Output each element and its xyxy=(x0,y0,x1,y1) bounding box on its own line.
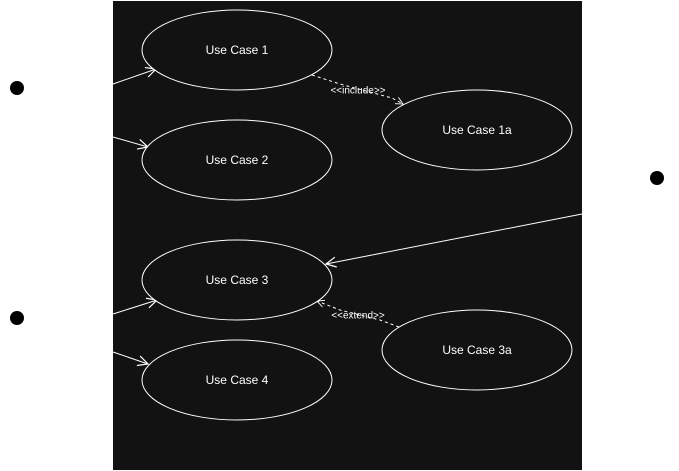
association-line-uc2 xyxy=(112,136,148,147)
use-case-1a-label: Use Case 1a xyxy=(442,123,512,137)
use-case-3-label: Use Case 3 xyxy=(206,273,269,287)
association-line-uc3-right xyxy=(326,213,583,264)
use-case-1[interactable]: Use Case 1 xyxy=(141,9,333,91)
use-case-3[interactable]: Use Case 3 xyxy=(141,239,333,321)
association-line-uc1 xyxy=(112,69,156,85)
extend-dependency-line xyxy=(317,301,400,328)
use-case-3a[interactable]: Use Case 3a xyxy=(381,309,573,391)
actor-left-bottom-marker xyxy=(10,311,24,325)
actor-left-top-marker xyxy=(10,81,24,95)
include-dependency-line xyxy=(311,74,403,104)
association-line-uc3-left xyxy=(112,300,157,315)
include-label: <<include>> xyxy=(330,86,385,97)
extend-label: <<extend>> xyxy=(331,311,385,322)
use-case-4-label: Use Case 4 xyxy=(206,373,269,387)
use-case-3a-label: Use Case 3a xyxy=(442,343,512,357)
use-case-2[interactable]: Use Case 2 xyxy=(141,119,333,201)
use-case-1a[interactable]: Use Case 1a xyxy=(381,89,573,171)
use-case-4[interactable]: Use Case 4 xyxy=(141,339,333,421)
use-case-2-label: Use Case 2 xyxy=(206,153,269,167)
actor-right-marker xyxy=(650,171,664,185)
association-line-uc4 xyxy=(112,351,148,364)
use-case-1-label: Use Case 1 xyxy=(206,43,269,57)
